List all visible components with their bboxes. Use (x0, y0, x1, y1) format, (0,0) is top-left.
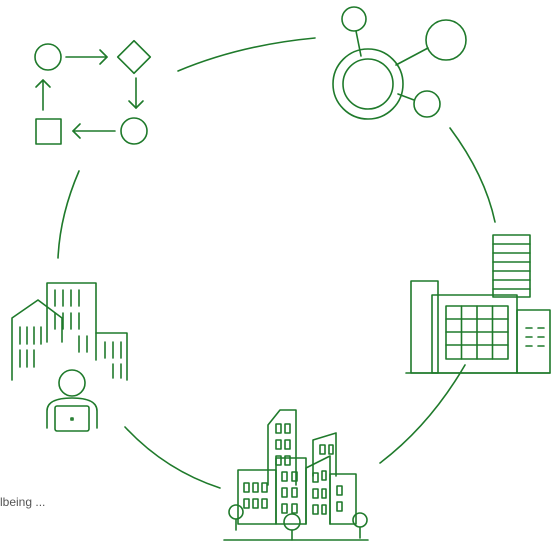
city-skyline-icon (223, 409, 369, 541)
network-nodes-icon (332, 6, 467, 120)
connector-arc-top (177, 37, 316, 72)
office-building-icon (405, 234, 551, 374)
connector-arc-bottom-right (379, 364, 466, 464)
remote-worker-icon (11, 282, 128, 432)
connector-arc-bottom-left (124, 426, 221, 489)
cycle-connectors (57, 37, 496, 489)
connector-arc-left (57, 170, 80, 259)
process-flow-icon (34, 39, 152, 145)
connector-arc-right (449, 127, 496, 223)
caption-text: lbeing ... (0, 495, 46, 509)
